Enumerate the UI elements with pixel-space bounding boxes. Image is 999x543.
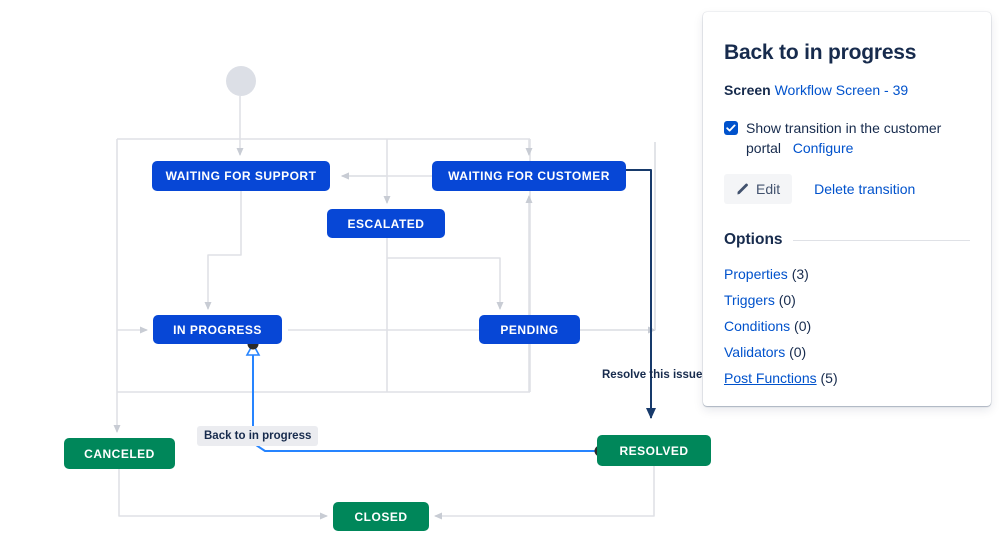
option-triggers: Triggers (0) bbox=[724, 287, 970, 313]
customer-portal-line1: Show transition in the customer bbox=[746, 119, 942, 136]
option-post-functions-link[interactable]: Post Functions bbox=[724, 370, 817, 387]
options-header: Options bbox=[724, 231, 970, 249]
option-triggers-link[interactable]: Triggers bbox=[724, 292, 775, 309]
option-validators: Validators (0) bbox=[724, 339, 970, 365]
options-list: Properties (3) Triggers (0) Conditions (… bbox=[724, 261, 970, 391]
node-in-progress[interactable]: IN PROGRESS bbox=[153, 315, 282, 344]
option-validators-link[interactable]: Validators bbox=[724, 344, 786, 361]
node-canceled[interactable]: CANCELED bbox=[64, 438, 175, 469]
option-triggers-count: (0) bbox=[778, 292, 796, 309]
option-properties-count: (3) bbox=[791, 266, 809, 283]
node-waiting-for-support[interactable]: WAITING FOR SUPPORT bbox=[152, 161, 330, 191]
edge-label-resolve-this-issue[interactable]: Resolve this issue bbox=[602, 369, 703, 381]
option-conditions: Conditions (0) bbox=[724, 313, 970, 339]
transition-actions: Edit Delete transition bbox=[724, 174, 970, 205]
node-waiting-for-customer[interactable]: WAITING FOR CUSTOMER bbox=[432, 161, 626, 191]
edge-label-back-to-in-progress[interactable]: Back to in progress bbox=[197, 426, 319, 446]
start-node[interactable] bbox=[226, 66, 256, 96]
customer-portal-line2: portal bbox=[746, 140, 782, 157]
option-properties-link[interactable]: Properties bbox=[724, 266, 788, 283]
edit-button-label: Edit bbox=[756, 181, 781, 198]
option-properties: Properties (3) bbox=[724, 261, 970, 287]
node-pending[interactable]: PENDING bbox=[479, 315, 580, 344]
customer-portal-row: Show transition in the customer portal C… bbox=[724, 118, 970, 159]
options-divider bbox=[792, 239, 970, 241]
option-conditions-count: (0) bbox=[794, 318, 812, 335]
screen-row: Screen Workflow Screen - 39 bbox=[724, 81, 970, 101]
show-transition-checkbox[interactable] bbox=[724, 120, 738, 135]
transition-details-panel: Back to in progress Screen Workflow Scre… bbox=[703, 12, 991, 406]
workflow-screen-link[interactable]: Workflow Screen - 39 bbox=[774, 82, 909, 99]
option-post-functions: Post Functions (5) bbox=[724, 365, 970, 391]
option-conditions-link[interactable]: Conditions bbox=[724, 318, 791, 335]
configure-link[interactable]: Configure bbox=[792, 140, 854, 157]
panel-title: Back to in progress bbox=[724, 41, 917, 64]
options-heading: Options bbox=[724, 231, 783, 249]
option-post-functions-count: (5) bbox=[820, 370, 838, 387]
customer-portal-text: Show transition in the customer portal C… bbox=[746, 118, 961, 159]
node-escalated[interactable]: ESCALATED bbox=[327, 209, 445, 238]
node-resolved[interactable]: RESOLVED bbox=[597, 435, 711, 466]
check-icon bbox=[726, 124, 736, 132]
edit-button[interactable]: Edit bbox=[724, 174, 793, 205]
option-validators-count: (0) bbox=[789, 344, 807, 361]
screen-label: Screen bbox=[724, 82, 771, 99]
node-closed[interactable]: CLOSED bbox=[333, 502, 429, 531]
delete-transition-link[interactable]: Delete transition bbox=[814, 181, 916, 198]
pencil-icon bbox=[736, 182, 750, 196]
